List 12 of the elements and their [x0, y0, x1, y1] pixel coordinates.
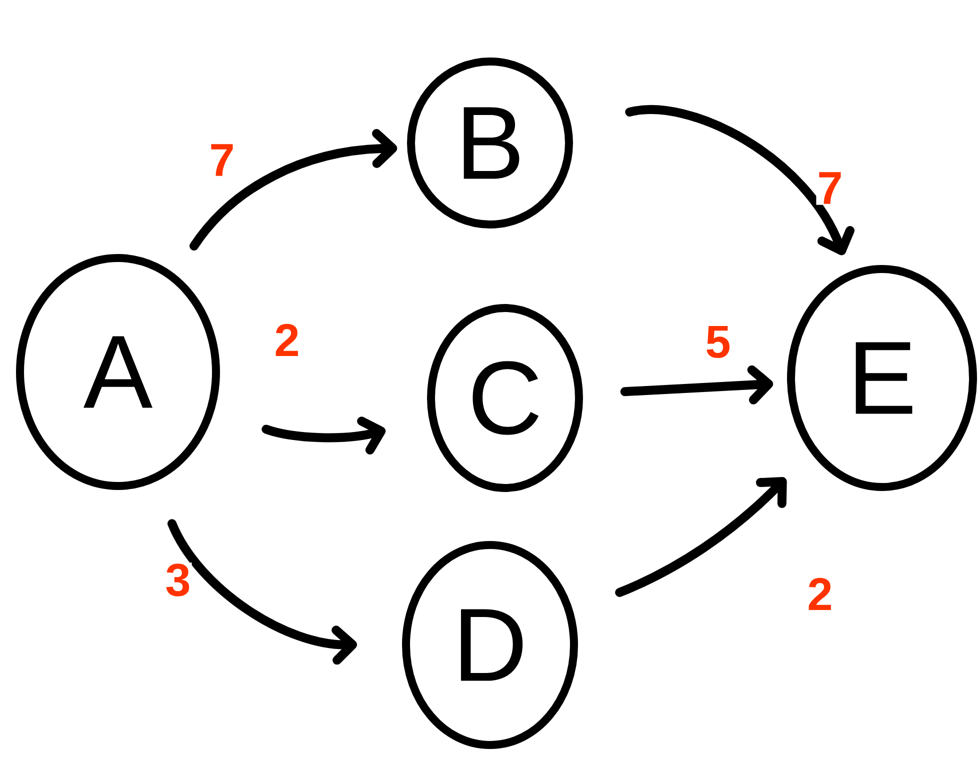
arrow — [190, 129, 398, 250]
edge-label: 3 — [164, 562, 192, 598]
arrow — [625, 105, 855, 256]
arrow — [620, 365, 774, 404]
edge-label: 2 — [273, 322, 301, 358]
edge-label: 7 — [816, 171, 844, 205]
edge-label: 7 — [208, 143, 236, 177]
edge-label: 5 — [704, 324, 732, 360]
arrow — [615, 477, 787, 597]
arrow — [262, 416, 386, 454]
arrow — [167, 519, 358, 665]
edge-label: 2 — [806, 576, 834, 612]
